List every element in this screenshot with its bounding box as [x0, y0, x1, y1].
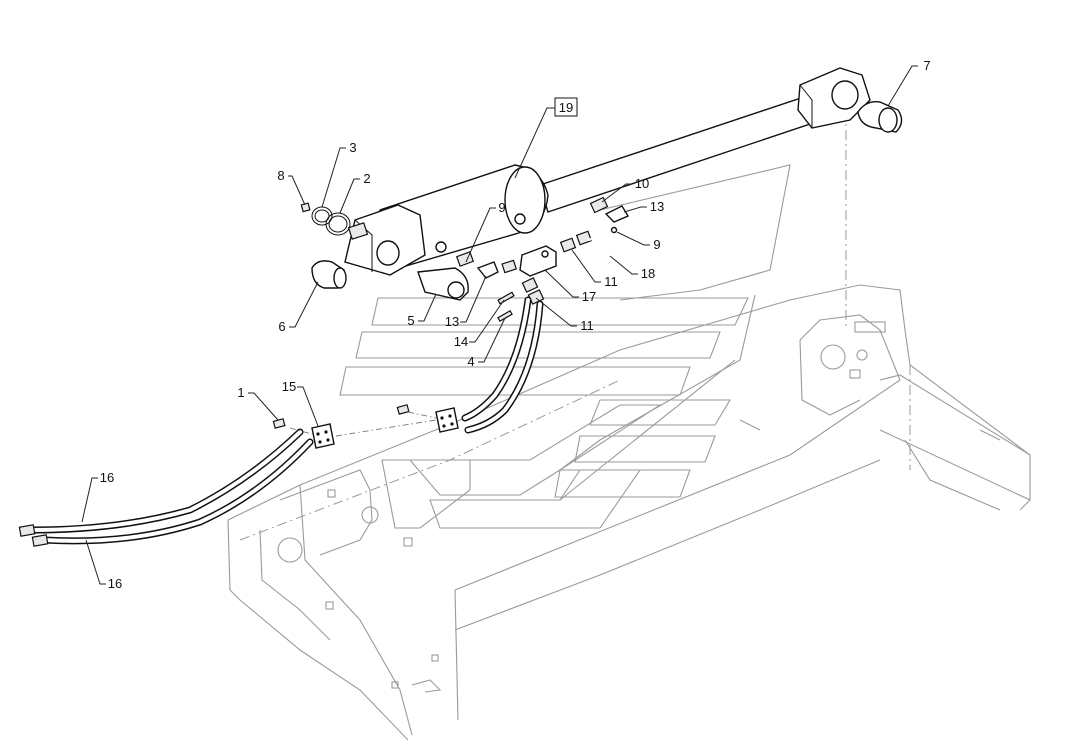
callout-15: 15 — [282, 379, 296, 394]
callout-4: 4 — [467, 354, 474, 369]
callout-16-lower: 16 — [108, 576, 122, 591]
callout-19: 19 — [559, 100, 573, 115]
watermark-shapes — [339, 164, 791, 529]
hoses — [18, 296, 544, 547]
callout-13-left: 13 — [445, 314, 459, 329]
callout-11-lower: 11 — [580, 318, 594, 333]
callout-16-upper: 16 — [100, 470, 114, 485]
callout-9-left: 9 — [498, 200, 505, 215]
callout-8: 8 — [277, 168, 284, 183]
callout-6: 6 — [278, 319, 285, 334]
callout-14: 14 — [454, 334, 468, 349]
callout-2: 2 — [363, 171, 370, 186]
callout-3: 3 — [349, 140, 356, 155]
bush-7 — [857, 101, 903, 133]
callout-1: 1 — [237, 385, 244, 400]
callouts: 19 7 3 2 8 10 9 13 9 18 11 17 11 6 5 13 — [81, 58, 931, 591]
bush-6 — [311, 260, 347, 289]
callout-13-right: 13 — [650, 199, 664, 214]
boom-frame — [227, 110, 1031, 741]
callout-box-19 — [554, 97, 578, 117]
callout-17: 17 — [582, 289, 596, 304]
callout-11-upper: 11 — [604, 274, 618, 289]
hose-clamps — [272, 404, 459, 449]
hydraulic-cylinder — [344, 67, 871, 276]
callout-5: 5 — [407, 313, 414, 328]
callout-18: 18 — [641, 266, 655, 281]
callout-9-right: 9 — [653, 237, 660, 252]
callout-7: 7 — [923, 58, 930, 73]
seal-rings — [300, 202, 351, 236]
callout-10: 10 — [635, 176, 649, 191]
